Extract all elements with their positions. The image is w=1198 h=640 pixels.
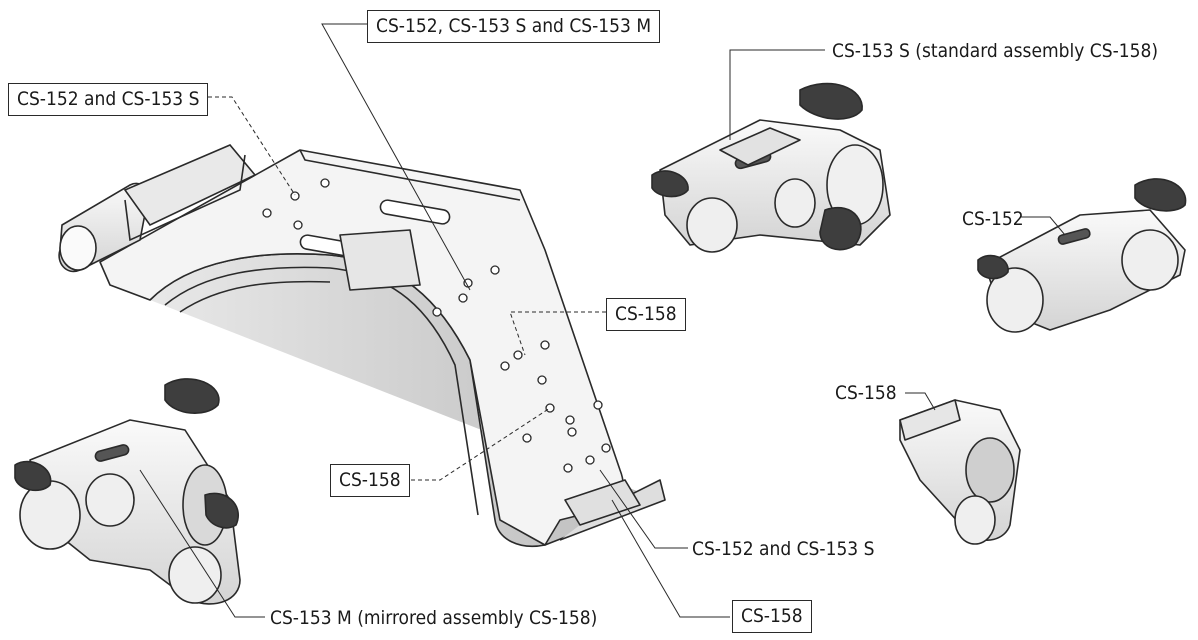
label-right-cs158: CS-158 <box>835 382 897 404</box>
label-top-right: CS-153 S (standard assembly CS-158) <box>832 40 1159 62</box>
label-bottom-left-cs153m: CS-153 M (mirrored assembly CS-158) <box>270 607 598 629</box>
label-mid-cs158: CS-158 <box>606 298 686 331</box>
label-left-cs158: CS-158 <box>330 464 410 497</box>
block-cs158 <box>899 399 1021 545</box>
clamp-cs153m <box>14 378 241 605</box>
label-top-center: CS-152, CS-153 S and CS-153 M <box>367 10 661 43</box>
label-bottom-cs152-cs153s: CS-152 and CS-153 S <box>692 538 875 560</box>
leader-lines <box>139 23 1066 618</box>
label-top-left: CS-152 and CS-153 S <box>8 83 209 116</box>
label-right-cs152: CS-152 <box>962 208 1024 230</box>
rear-rod-clamp <box>58 144 257 273</box>
clamp-cs153s <box>651 82 891 253</box>
clamp-cs152 <box>977 178 1187 333</box>
label-bottom-cs158: CS-158 <box>732 600 812 633</box>
